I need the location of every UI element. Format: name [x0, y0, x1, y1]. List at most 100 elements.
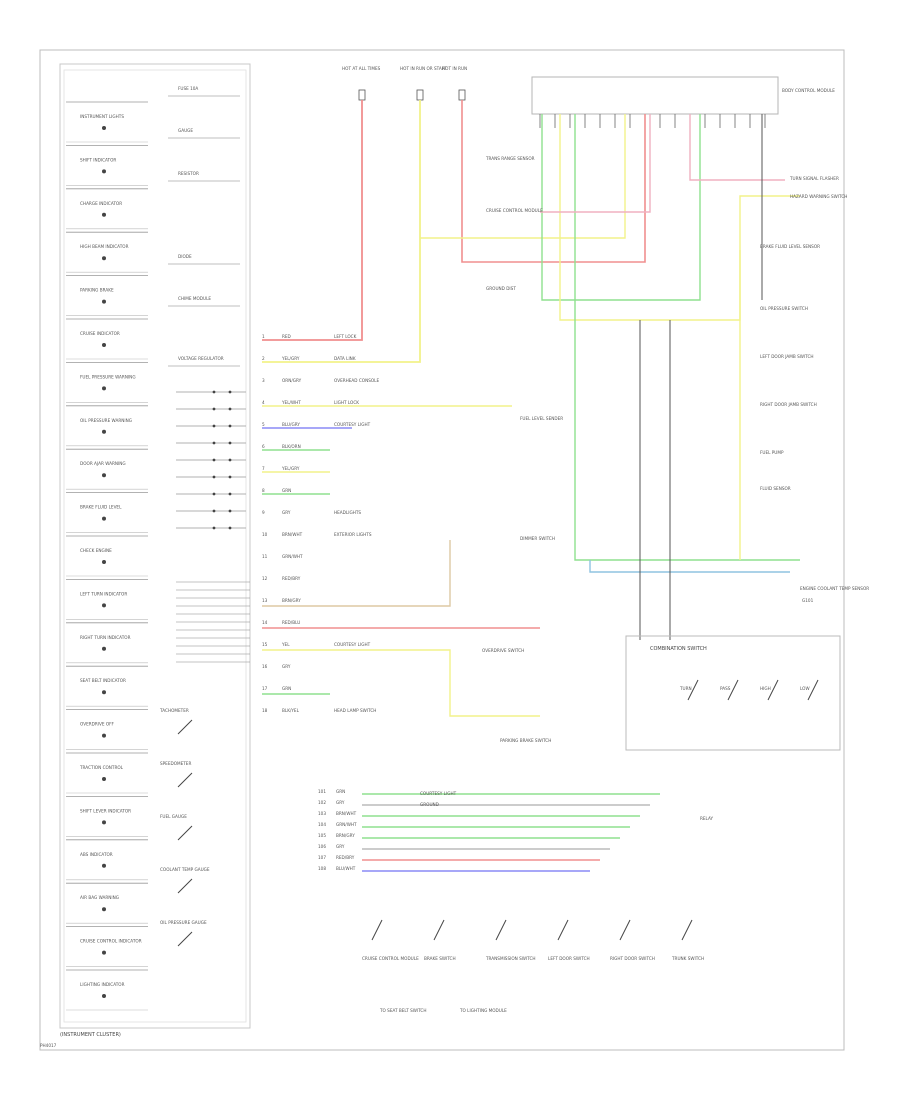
connector-note: OVERHEAD CONSOLE: [334, 378, 379, 383]
lower-device-label: RIGHT DOOR SWITCH: [610, 956, 655, 961]
mid-right-label: LEFT DOOR JAMB SWITCH: [760, 354, 814, 359]
indicator-lamp-icon: [102, 169, 106, 174]
connector-wire-code: GRN/WHT: [282, 554, 303, 559]
cluster-pin-dot: [228, 526, 232, 530]
indicator-label: DOOR AJAR WARNING: [80, 461, 126, 466]
indicator-label: TRACTION CONTROL: [79, 765, 124, 770]
ground-label: G101: [802, 598, 814, 603]
device-label: DIMMER SWITCH: [520, 536, 555, 541]
connector-pin-number: 17: [262, 686, 268, 691]
cluster-part-label: CHIME MODULE: [178, 296, 211, 301]
combo-switch-icon: [687, 679, 699, 701]
mid-right-label: OIL PRESSURE SWITCH: [760, 306, 808, 311]
lower-bus-wire: GRN: [336, 789, 345, 794]
connector-pin-number: 15: [262, 642, 268, 647]
device-label: OVERDRIVE SWITCH: [482, 648, 524, 653]
gauge-needle-icon: [177, 772, 193, 788]
connector-wire-code: GRN: [282, 686, 291, 691]
cluster-pin-dot: [228, 424, 232, 428]
lower-bus-note: COURTESY LIGHT: [420, 791, 457, 796]
top-right-label: TURN SIGNAL FLASHER: [789, 176, 839, 181]
lower-device-label: TRUNK SWITCH: [671, 956, 704, 961]
body-control-module-box: [531, 76, 779, 115]
connector-note: HEAD LAMP SWITCH: [334, 708, 376, 713]
fuse-icon: [458, 89, 466, 101]
connector-pin-number: 10: [262, 532, 268, 537]
indicator-lamp-icon: [102, 560, 106, 564]
indicator-label: OIL PRESSURE WARNING: [80, 418, 132, 423]
connector-wire-code: ORN/GRY: [282, 378, 302, 383]
wire-yellow-turn: [559, 114, 800, 321]
connector-note: DATA LINK: [334, 356, 356, 361]
indicator-label: CRUISE INDICATOR: [80, 331, 120, 336]
gauge-needle-icon: [177, 719, 193, 735]
device-label: BRAKE FLUID LEVEL SENSOR: [760, 244, 820, 249]
gauge-label: OIL PRESSURE GAUGE: [160, 920, 207, 925]
connector-pin-number: 4: [262, 400, 265, 405]
cluster-pin-dot: [212, 407, 216, 411]
indicator-label: LIGHTING INDICATOR: [80, 982, 125, 987]
cluster-pin-dot: [212, 424, 216, 428]
gauge-label: FUEL GAUGE: [160, 814, 187, 819]
wire-pink-flasher: [689, 114, 785, 181]
cluster-pin-dot: [228, 509, 232, 513]
lower-bus-pin: 106: [318, 844, 326, 849]
cluster-pin-dot: [228, 492, 232, 496]
device-label: PARKING BRAKE SWITCH: [500, 738, 551, 743]
lower-bus-pin: 102: [318, 800, 326, 805]
wire-yellow-park: [262, 649, 540, 717]
indicator-label: CHECK ENGINE: [80, 548, 112, 553]
connector-pin-number: 7: [262, 466, 265, 471]
cluster-pin-dot: [228, 441, 232, 445]
connector-pin-number: 14: [262, 620, 268, 625]
gauge-label: TACHOMETER: [159, 708, 189, 713]
indicator-label: AIR BAG WARNING: [80, 895, 119, 900]
fuse-icon: [358, 89, 366, 101]
connector-pin-number: 8: [262, 488, 265, 493]
gauge-label: COOLANT TEMP GAUGE: [160, 867, 210, 872]
lower-device-switch-icon: [557, 919, 569, 941]
cluster-pin-dot: [212, 509, 216, 513]
indicator-label: BRAKE FLUID LEVEL: [80, 505, 122, 510]
lower-bus-pin: 105: [318, 833, 326, 838]
lower-bus-pin: 108: [318, 866, 326, 871]
mid-right-label: FUEL PUMP: [760, 450, 784, 455]
connector-wire-code: RED: [282, 334, 291, 339]
wire-tan-dimmer: [262, 540, 451, 607]
indicator-lamp-icon: [102, 126, 106, 130]
indicator-label: RIGHT TURN INDICATOR: [80, 635, 131, 640]
lower-bus-note: GROUND: [420, 802, 439, 807]
lower-bus-wire: BRN/GRY: [336, 833, 355, 838]
connector-pin-number: 5: [262, 422, 265, 427]
lower-device-label: LEFT DOOR SWITCH: [548, 956, 590, 961]
connector-note: COURTESY LIGHT: [334, 642, 371, 647]
connector-wire-code: RED/BLU: [282, 620, 300, 625]
indicator-lamp-icon: [102, 690, 106, 695]
indicator-label: INSTRUMENT LIGHTS: [80, 114, 124, 119]
cluster-part-label: RESISTOR: [178, 171, 199, 176]
lower-bus-pin: 104: [318, 822, 326, 827]
cluster-pin-dot: [212, 475, 216, 479]
indicator-label: OVERDRIVE OFF: [80, 722, 115, 727]
indicator-lamp-icon: [102, 473, 106, 478]
outer-frame: [39, 49, 845, 1051]
cluster-inner: [63, 69, 247, 1023]
connector-wire-code: BLU/GRY: [282, 422, 300, 427]
indicator-lamp-icon: [102, 299, 106, 304]
device-label: BODY CONTROL MODULE: [782, 88, 835, 93]
lower-device-label: CRUISE CONTROL MODULE: [362, 956, 419, 961]
indicator-lamp-icon: [102, 863, 106, 868]
gauge-label: SPEEDOMETER: [160, 761, 191, 766]
cluster-pin-dot: [212, 390, 216, 394]
fuse-label: HOT AT ALL TIMES: [342, 66, 381, 71]
indicator-label: CRUISE CONTROL INDICATOR: [80, 939, 142, 944]
wire-yellow-branch: [420, 114, 626, 239]
indicator-lamp-icon: [102, 603, 106, 608]
cluster-pin-dot: [228, 475, 232, 479]
connector-wire-code: GRY: [282, 664, 291, 669]
fuse-label: HOT IN RUN OR START: [400, 66, 447, 71]
